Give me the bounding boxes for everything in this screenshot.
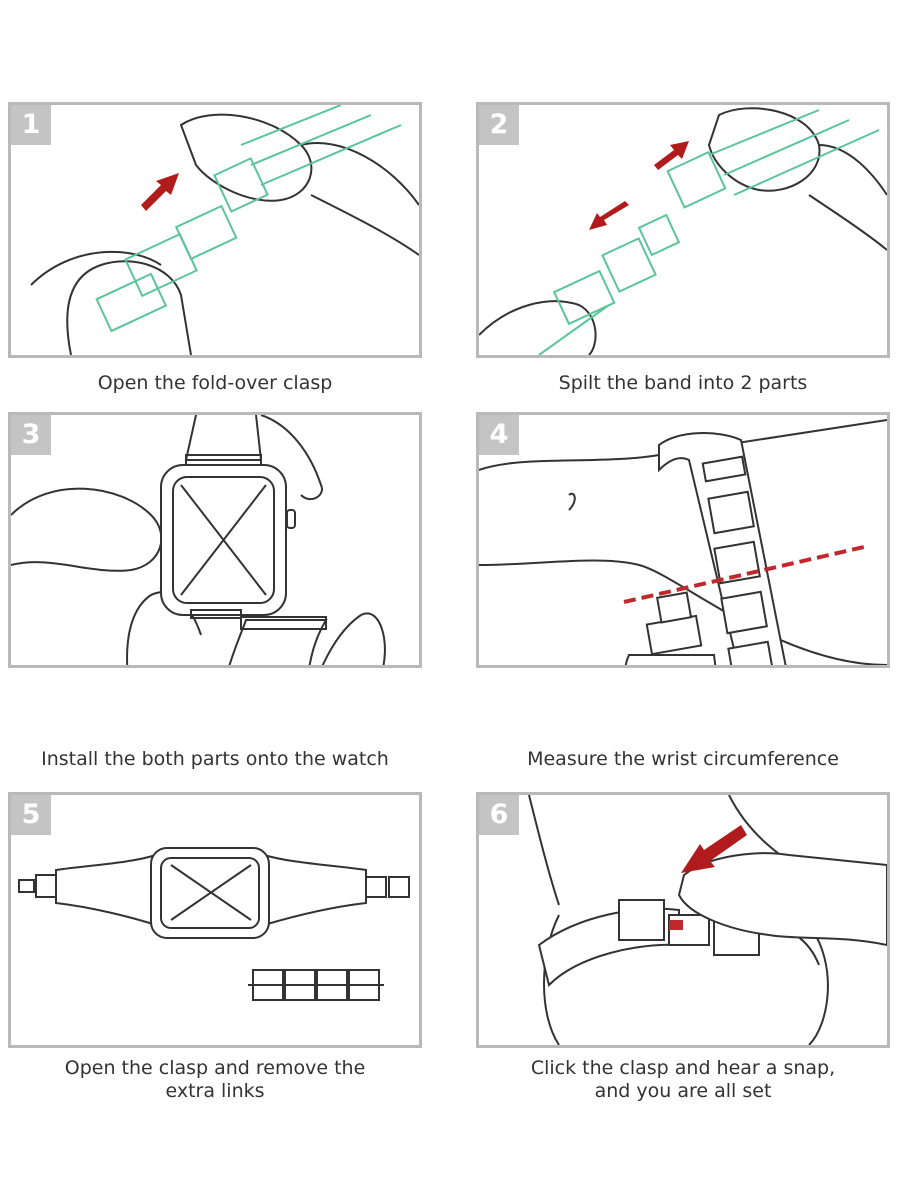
clasp-icon [669,920,683,930]
step-number-badge: 3 [11,415,51,455]
measure-wrist-illustration [479,419,887,665]
step-panel-5: 5 [8,792,422,1048]
hand-icon [677,852,887,947]
step-caption-5: Open the clasp and remove the extra link… [64,1057,366,1102]
install-watch-illustration [11,415,386,665]
snap-clasp-illustration [528,795,887,1045]
step-caption-3: Install the both parts onto the watch [41,748,389,770]
watch-icon [160,464,296,616]
step-number-badge: 6 [479,795,519,835]
watch-icon [150,847,270,939]
step-panel-3: 3 [8,412,422,668]
step-caption-4: Measure the wrist circumference [527,748,839,770]
arrow-icon [589,141,689,230]
band-links-icon [18,874,410,1001]
band-links-icon [624,432,787,665]
step-number-badge: 4 [479,415,519,455]
step-caption-2: Spilt the band into 2 parts [558,372,808,394]
step-number-badge: 5 [11,795,51,835]
step-caption-1: Open the fold-over clasp [97,372,333,394]
arrow-icon [681,825,747,873]
step-caption-6: Click the clasp and hear a snap, and you… [530,1057,836,1102]
hand-clasp-illustration [30,105,419,355]
step-number-badge: 2 [479,105,519,145]
step-panel-1: 1 [8,102,422,358]
wrist-icon [479,419,887,665]
remove-links-illustration [18,847,410,1001]
arrow-icon [141,173,179,211]
step-number-badge: 1 [11,105,51,145]
step-panel-2: 2 [476,102,890,358]
split-band-illustration [479,107,887,355]
measure-line [623,545,865,604]
step-panel-4: 4 [476,412,890,668]
step-panel-6: 6 [476,792,890,1048]
